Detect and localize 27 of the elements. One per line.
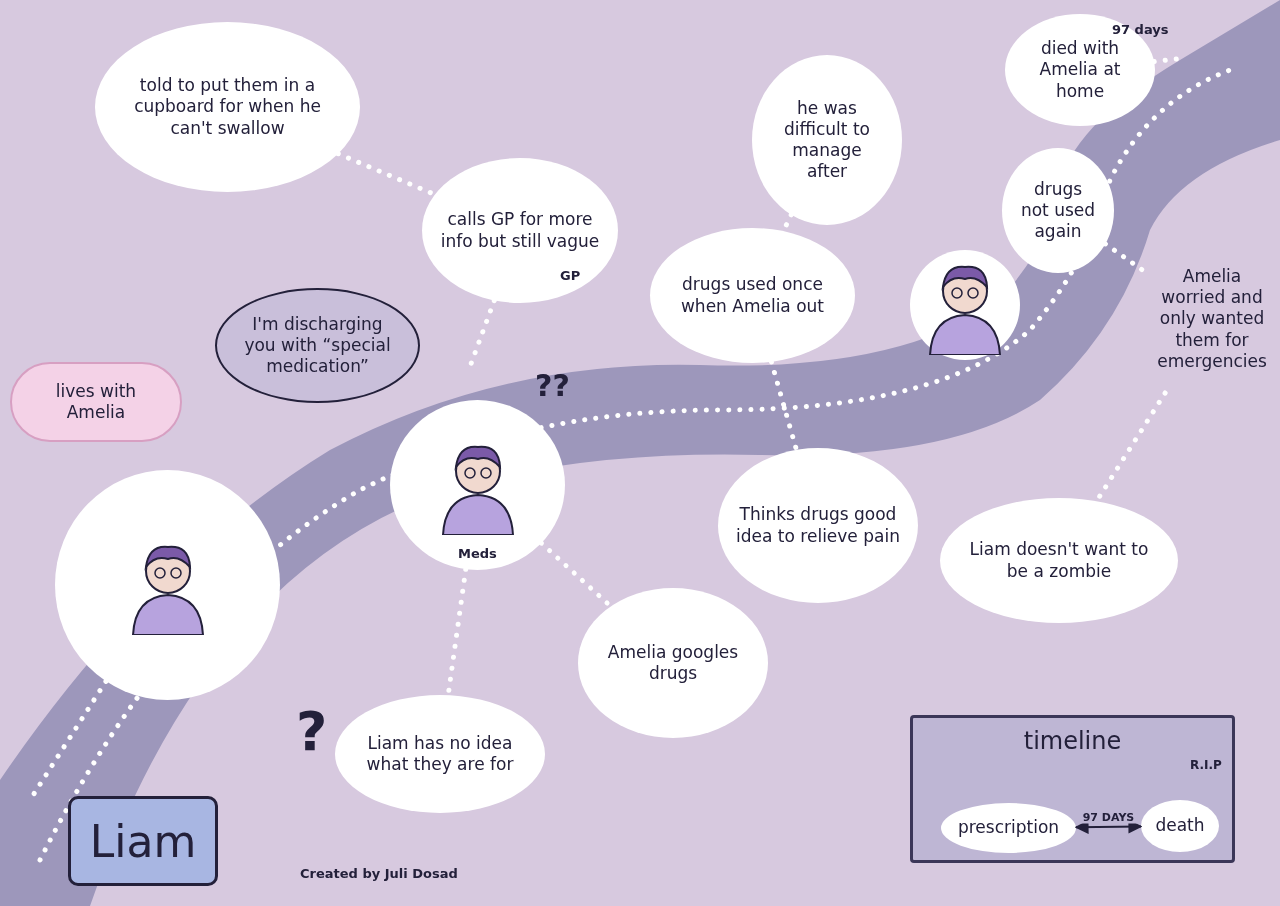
bubble-text: died with Amelia at home <box>1038 38 1122 102</box>
bubble-text: Amelia googles drugs <box>606 641 740 685</box>
timeline-panel <box>910 715 1235 863</box>
gravestone-text: R.I.P <box>1190 758 1222 772</box>
bag-label: Meds <box>458 546 497 561</box>
bubble-text: I'm discharging you with “special medication” <box>243 313 392 378</box>
bubble-text: Amelia worried and only wanted them for emergencies <box>1157 265 1267 373</box>
bubble-text: Liam <box>89 814 197 869</box>
bubble-text: drugs not used again <box>1020 178 1096 243</box>
bubble-text: lives with Amelia <box>54 380 138 424</box>
bubble-text: Liam has no idea what they are for <box>365 732 515 776</box>
calendar-note: 97 days <box>1112 22 1169 37</box>
bubble-text: told to put them in a cupboard for when he can't swallow <box>133 75 322 139</box>
bubble-text: Liam doesn't want to be a zombie <box>968 539 1150 582</box>
bubble-text: calls GP for more info but still vague <box>440 209 600 252</box>
question-mark: ? <box>296 700 328 763</box>
bubble-text: prescription <box>957 817 1060 839</box>
name-sign <box>68 796 218 886</box>
signature: Created by Juli Dosad <box>300 866 458 881</box>
phone-screen-text: GP <box>560 268 581 283</box>
question-marks: ?? <box>535 368 570 403</box>
bubble-text: death <box>1155 815 1205 837</box>
bubble-text: he was difficult to manage after <box>783 97 871 183</box>
panel-heading: timeline <box>1023 726 1122 756</box>
bubble-text: drugs used once when Amelia out <box>679 274 826 317</box>
dotted-path <box>768 359 799 453</box>
bubble-text: Thinks drugs good idea to relieve pain <box>736 504 900 547</box>
